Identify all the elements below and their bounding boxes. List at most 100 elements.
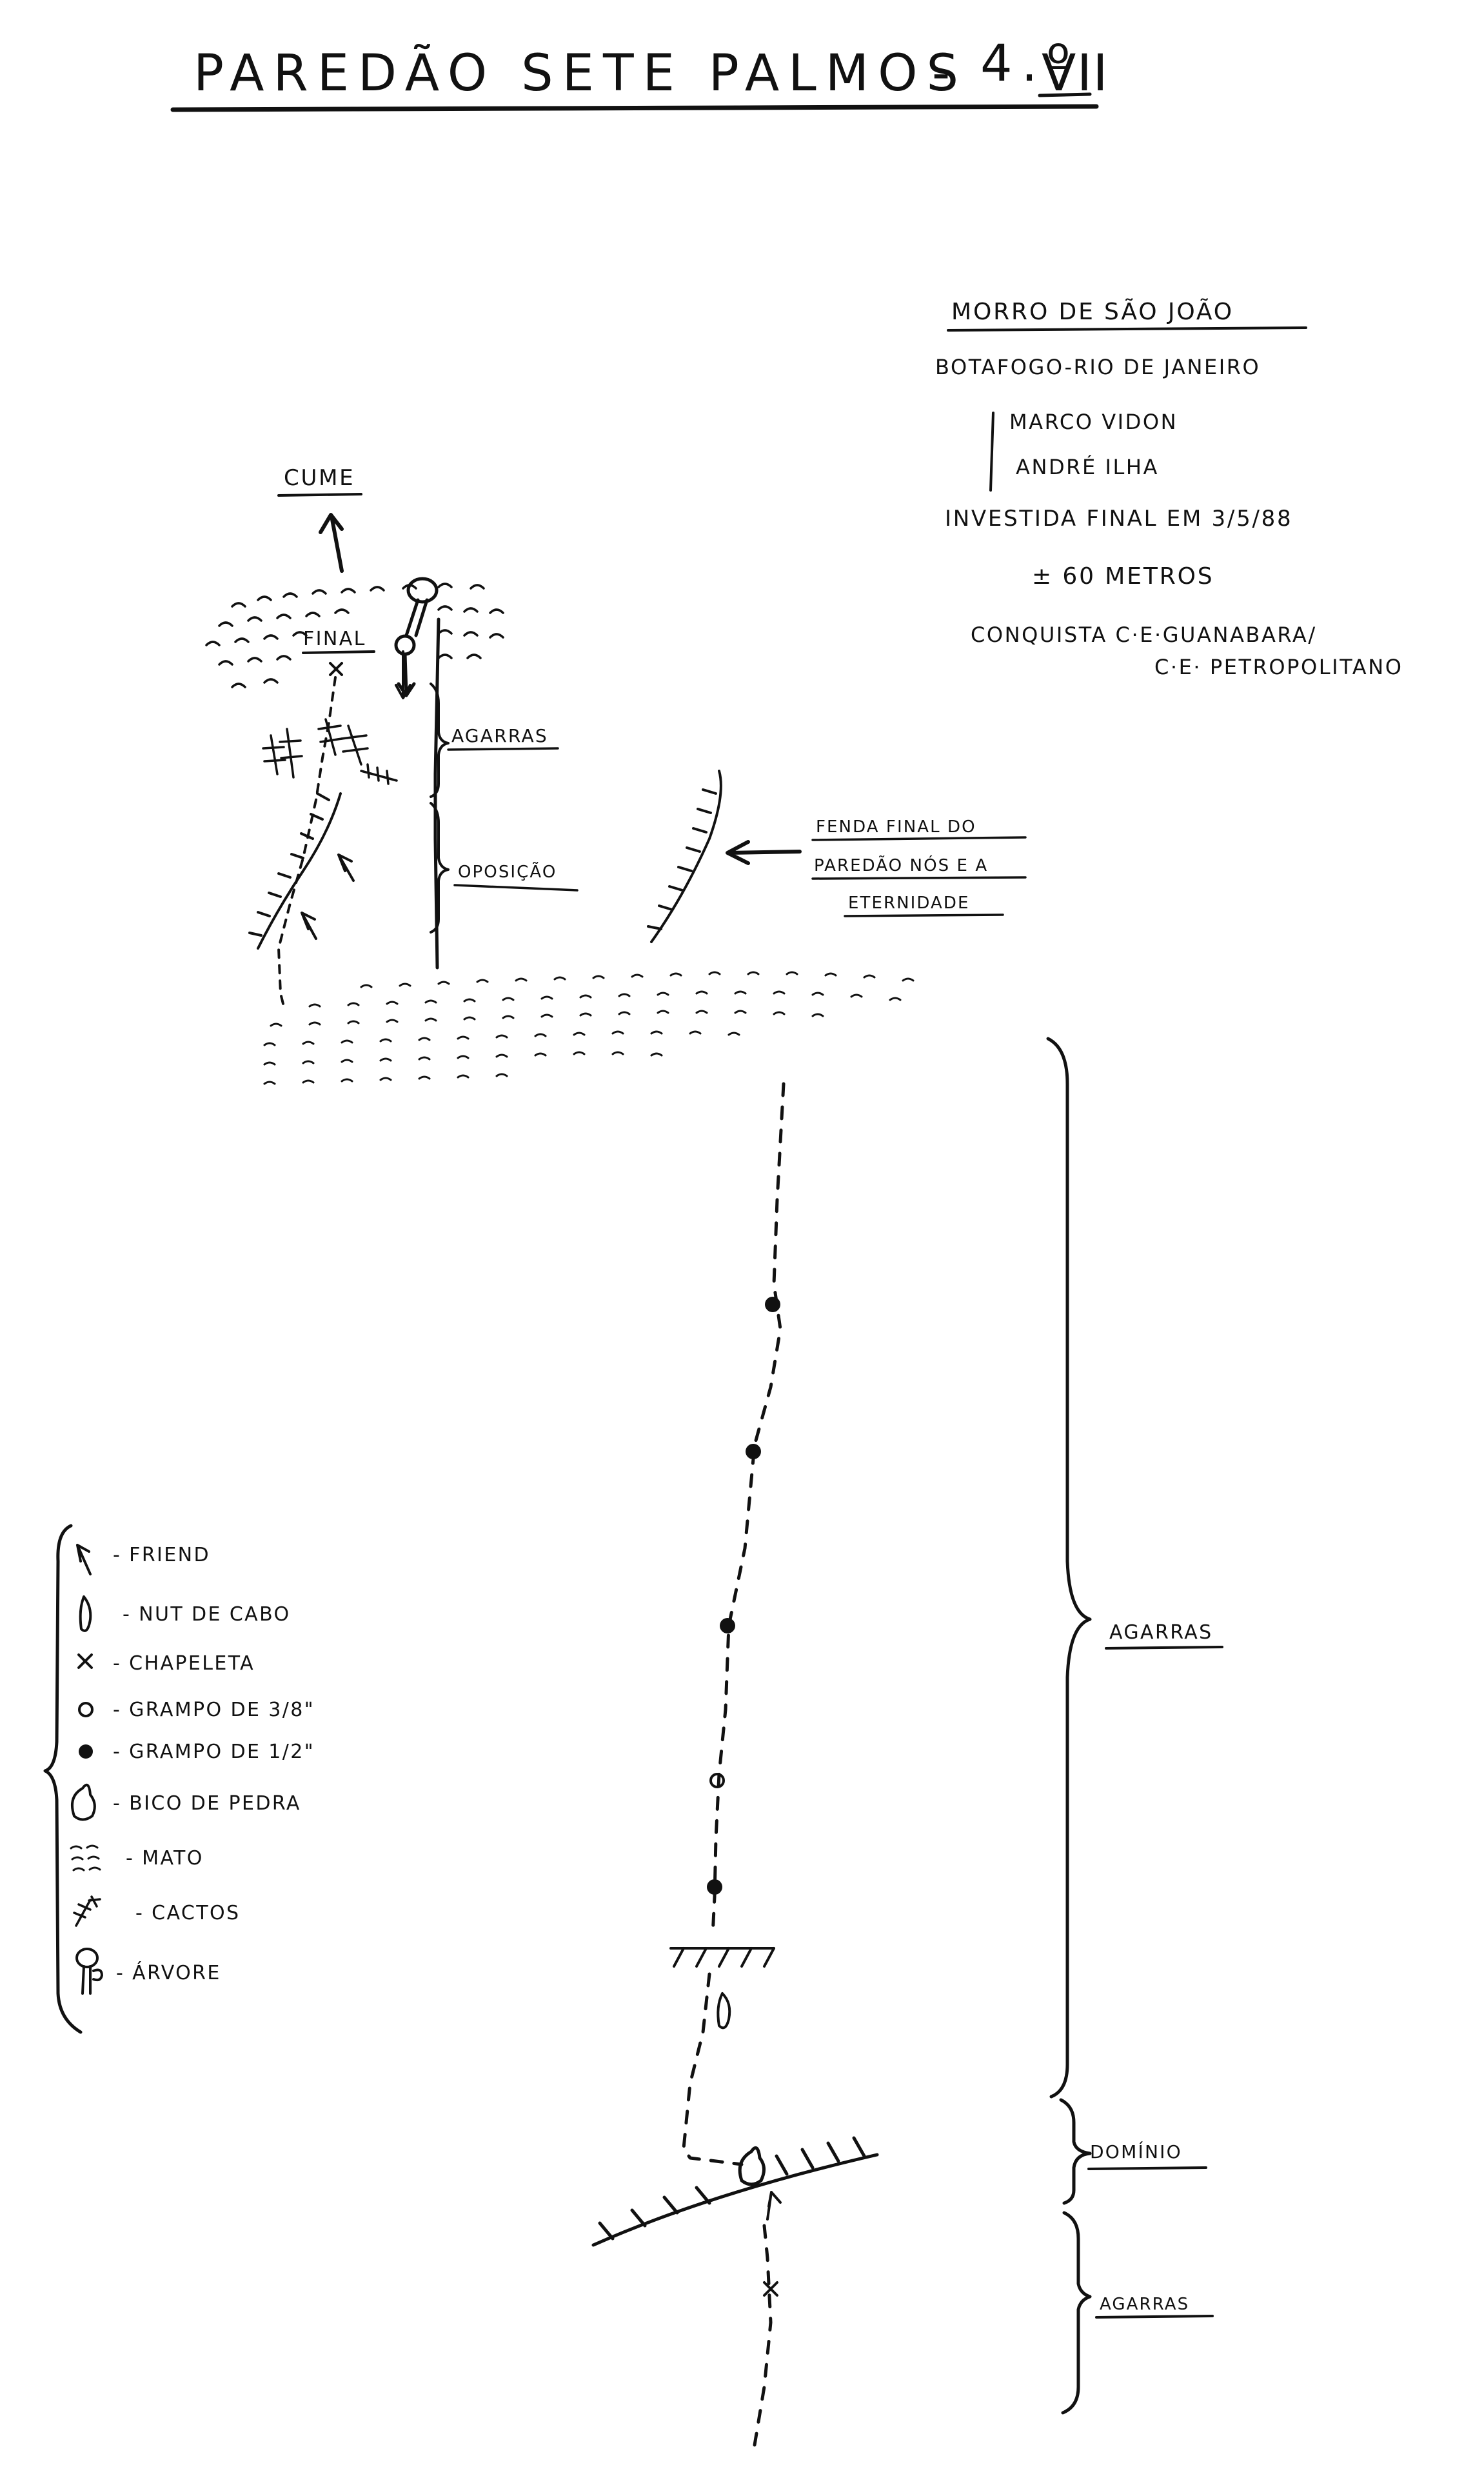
climbers-brace	[989, 412, 994, 492]
tree-anchor	[394, 577, 439, 697]
agarras-middle-underline	[1105, 1646, 1223, 1650]
title-block: PAREDÃO SETE PALMOS - 4.º VII	[170, 35, 1109, 112]
fenda-underline-2	[811, 876, 1027, 880]
final-chapeleta	[329, 662, 343, 676]
mato-top	[205, 583, 504, 688]
legend-label-chapeleta: - CHAPELETA	[113, 1652, 255, 1675]
fenda-arrow	[726, 840, 802, 865]
legend-item-grampo-large: - GRAMPO DE 1/2"	[79, 1741, 315, 1763]
fenda-underline-3	[844, 914, 1004, 917]
agarras-upper-label: AGARRAS	[451, 725, 548, 746]
friend-icon	[76, 1544, 92, 1575]
legend-item-nut: - NUT DE CABO	[79, 1595, 289, 1632]
grampo-large-3	[720, 1618, 735, 1633]
legend-item-grampo-small: - GRAMPO DE 3/8"	[78, 1699, 315, 1721]
title-underline	[170, 104, 1099, 112]
grampo-small-1	[709, 1773, 725, 1788]
legend-label-grampo-small: - GRAMPO DE 3/8"	[113, 1699, 315, 1721]
grampo-large-2	[746, 1444, 761, 1459]
oposicao-label: OPOSIÇÃO	[458, 861, 557, 882]
route-bottom-dashed	[753, 2224, 773, 2447]
friend-lower	[301, 912, 317, 940]
agarras-middle-label: AGARRAS	[1109, 1621, 1213, 1644]
bracket-agarras-upper	[430, 683, 450, 798]
fenda-line-2: PAREDÃO NÓS E A	[814, 855, 988, 875]
length-label: ± 60 METROS	[1032, 563, 1214, 590]
grade-suffix: VII	[1042, 45, 1109, 103]
fenda-line-1: FENDA FINAL DO	[816, 817, 976, 837]
legend-item-chapeleta: - CHAPELETA	[77, 1652, 255, 1675]
grampo-small-icon	[78, 1702, 94, 1717]
oposicao-underline	[453, 884, 579, 892]
legend-label-mato: - MATO	[126, 1847, 204, 1870]
route-lower-dashed	[682, 1972, 744, 2166]
route-title: PAREDÃO SETE PALMOS	[193, 43, 967, 103]
chapeleta-icon	[77, 1653, 93, 1669]
route-main-dashed	[711, 1082, 786, 1937]
legend-label-bico: - BICO DE PEDRA	[113, 1792, 301, 1815]
grade-underline	[1038, 92, 1092, 97]
mato-ledge	[263, 971, 915, 1085]
route-top-dashed	[277, 676, 337, 1008]
title-dash: -	[932, 45, 959, 103]
cactos-cluster	[262, 718, 398, 785]
legend-brace	[43, 1524, 83, 2034]
bracket-agarras-lower	[1061, 2211, 1092, 2415]
conquest-line-1: CONQUISTA C·E·GUANABARA/	[971, 623, 1317, 647]
fenda-crack	[647, 770, 722, 943]
agarras-lower-label: AGARRAS	[1100, 2295, 1189, 2314]
agarras-lower-underline	[1095, 2315, 1214, 2319]
legend-label-grampo-large: - GRAMPO DE 1/2"	[113, 1741, 315, 1763]
mato-icon	[70, 1844, 101, 1872]
cactos-icon	[73, 1895, 101, 1927]
bracket-agarras-middle	[1046, 1037, 1092, 2099]
legend-item-mato: - MATO	[70, 1844, 204, 1872]
fenda-line-3: ETERNIDADE	[848, 894, 970, 913]
bottom-chapeleta	[763, 2281, 778, 2297]
rappel-arrow	[395, 650, 411, 699]
cume-label: CUME	[284, 465, 355, 491]
legend-label-cactos: - CACTOS	[135, 1902, 240, 1924]
fenda-underline-1	[811, 836, 1027, 841]
climber-1: MARCO VIDON	[1009, 410, 1178, 434]
bico-de-pedra	[738, 2146, 766, 2186]
legend-label-friend: - FRIEND	[113, 1544, 210, 1566]
location-label: MORRO DE SÃO JOÃO	[951, 298, 1234, 325]
dominio-underline	[1087, 2166, 1207, 2170]
grampo-large-4	[707, 1879, 722, 1895]
dominio-label: DOMÍNIO	[1090, 2141, 1182, 2162]
legend: - FRIEND - NUT DE CABO - CHAPELETA - GRA…	[43, 1524, 315, 2034]
left-crack	[248, 792, 342, 950]
legend-label-arvore: - ÁRVORE	[116, 1961, 221, 1984]
place-label: BOTAFOGO-RIO DE JANEIRO	[935, 355, 1260, 379]
final-push-label: INVESTIDA FINAL EM 3/5/88	[945, 506, 1292, 532]
dominio-bulge	[591, 2136, 879, 2247]
summit-area: CUME FINAL	[205, 465, 1027, 1008]
cume-arrow	[319, 513, 344, 573]
final-underline	[302, 650, 375, 654]
grampo-large-1	[765, 1297, 780, 1312]
nut-placement	[717, 1992, 731, 2030]
bracket-oposicao	[430, 802, 450, 933]
bracket-dominio	[1059, 2098, 1092, 2205]
info-block: MORRO DE SÃO JOÃO BOTAFOGO-RIO DE JANEIR…	[935, 298, 1403, 679]
bico-icon	[71, 1783, 96, 1821]
conquest-line-2: C·E· PETROPOLITANO	[1154, 655, 1403, 679]
cume-underline	[277, 493, 362, 497]
location-underline	[947, 326, 1307, 332]
legend-item-arvore: - ÁRVORE	[75, 1948, 221, 1995]
agarras-upper-underline	[447, 747, 559, 751]
final-label: FINAL	[303, 628, 366, 650]
legend-item-cactos: - CACTOS	[73, 1895, 240, 1927]
legend-item-friend: - FRIEND	[76, 1544, 210, 1575]
friend-upper	[337, 854, 355, 882]
roof-ledge	[669, 1947, 775, 1968]
friend-dominio	[766, 2191, 782, 2221]
grampo-large-icon	[79, 1744, 93, 1759]
climber-2: ANDRÉ ILHA	[1016, 455, 1159, 479]
arvore-icon	[75, 1948, 103, 1995]
grade-prefix: 4.º	[980, 35, 1079, 93]
nut-icon	[79, 1595, 92, 1632]
legend-item-bico: - BICO DE PEDRA	[71, 1783, 301, 1821]
